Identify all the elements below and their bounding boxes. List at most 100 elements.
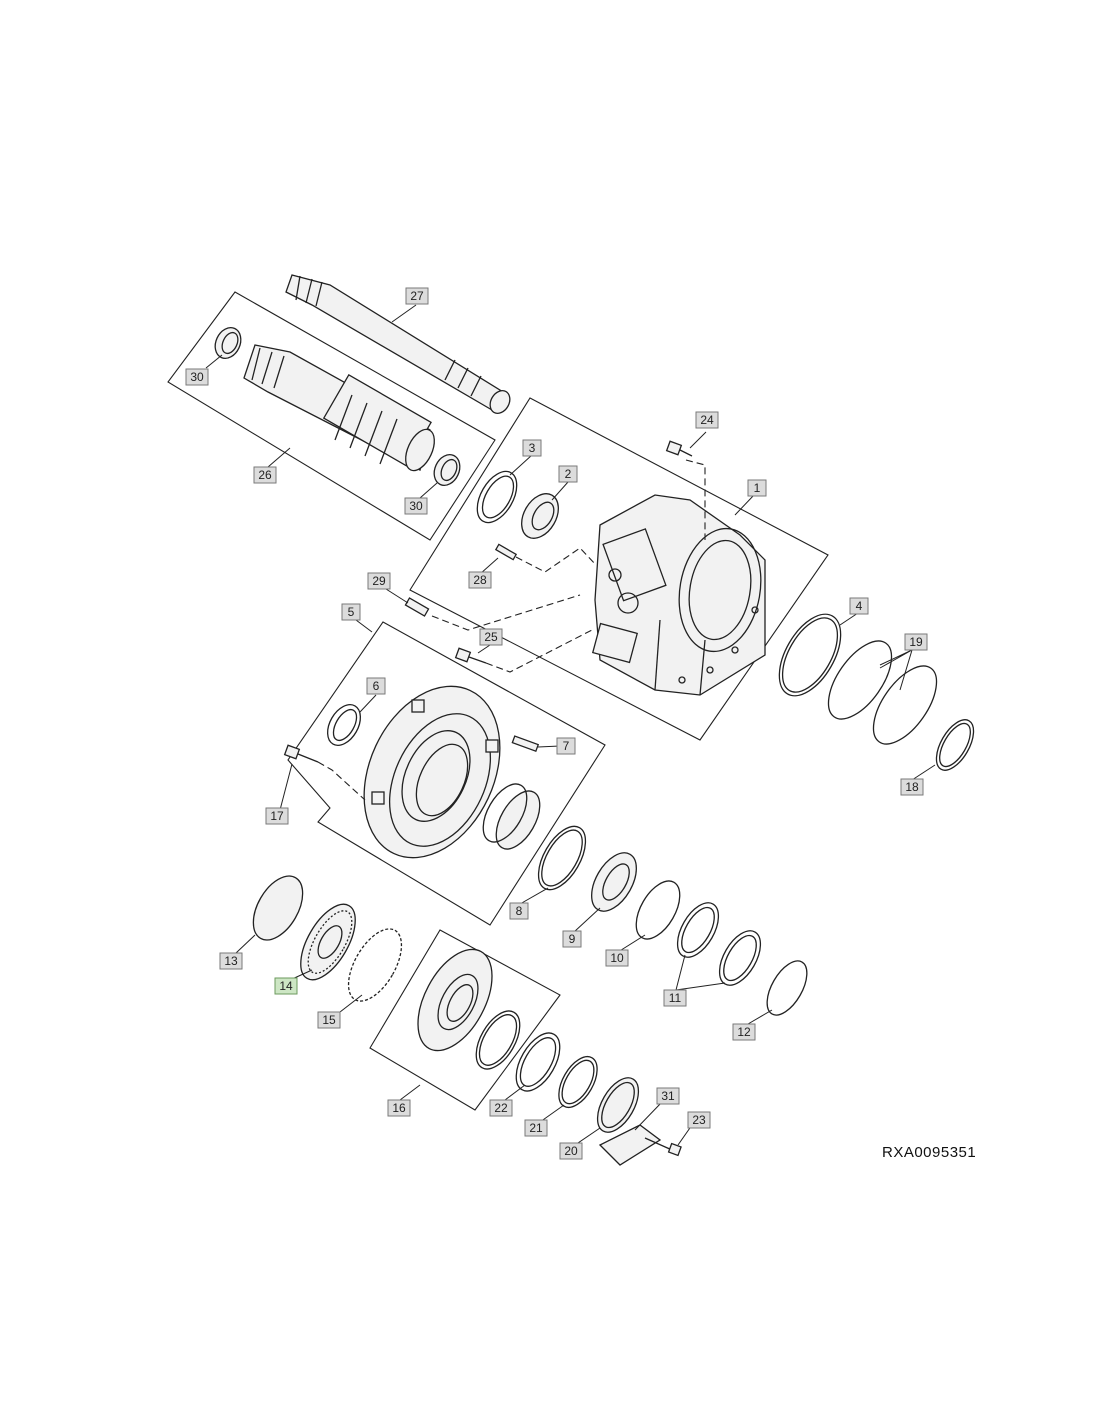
callout-label-19: 19 bbox=[909, 635, 923, 649]
group-frame-5 bbox=[287, 621, 606, 926]
friction-disk-part-14 bbox=[300, 903, 356, 981]
hollow-shaft-part-26 bbox=[243, 344, 435, 472]
callout-13[interactable]: 13 bbox=[219, 952, 243, 970]
callout-label-11: 11 bbox=[669, 991, 682, 1005]
callout-label-28: 28 bbox=[473, 573, 487, 587]
transmission-housing-part-1 bbox=[591, 494, 766, 696]
callout-18[interactable]: 18 bbox=[900, 778, 924, 796]
callout-9[interactable]: 9 bbox=[562, 930, 582, 948]
sleeve-part-5b bbox=[482, 783, 541, 850]
bushing-part-30-lower bbox=[433, 453, 461, 487]
ring-part-11-upper bbox=[676, 902, 720, 958]
callout-label-6: 6 bbox=[373, 679, 380, 693]
callout-label-23: 23 bbox=[692, 1113, 706, 1127]
callout-23[interactable]: 23 bbox=[687, 1111, 711, 1129]
callout-label-2: 2 bbox=[565, 467, 572, 481]
callout-12[interactable]: 12 bbox=[732, 1023, 756, 1041]
callout-29[interactable]: 29 bbox=[367, 572, 391, 590]
callout-6[interactable]: 6 bbox=[366, 677, 386, 695]
callout-label-30-upper: 30 bbox=[190, 370, 204, 384]
input-shaft-part-27 bbox=[285, 274, 511, 414]
callout-label-13: 13 bbox=[224, 954, 238, 968]
callout-2[interactable]: 2 bbox=[558, 465, 578, 483]
callout-label-16: 16 bbox=[392, 1101, 406, 1115]
seal-ring-part-3 bbox=[476, 470, 518, 524]
carrier-housing-part-5 bbox=[363, 685, 501, 859]
snap-ring-part-19-upper bbox=[827, 640, 893, 720]
callout-label-8: 8 bbox=[516, 904, 523, 918]
bolt-part-24 bbox=[665, 440, 693, 457]
bolt-part-17 bbox=[283, 744, 319, 763]
callout-label-4: 4 bbox=[856, 599, 863, 613]
seal-ring-part-8 bbox=[537, 825, 587, 891]
callout-label-31: 31 bbox=[661, 1089, 675, 1103]
callout-3[interactable]: 3 bbox=[522, 439, 542, 457]
plate-part-13 bbox=[252, 875, 304, 941]
callout-label-9: 9 bbox=[569, 932, 576, 946]
seal-ring-part-16b bbox=[475, 1010, 521, 1070]
bracket-part-31 bbox=[598, 1124, 662, 1166]
callout-14[interactable]: 14 bbox=[274, 977, 298, 995]
callout-25[interactable]: 25 bbox=[479, 628, 503, 646]
pin-part-7 bbox=[511, 735, 540, 753]
callout-label-12: 12 bbox=[737, 1025, 751, 1039]
callout-31[interactable]: 31 bbox=[656, 1087, 680, 1105]
callout-20[interactable]: 20 bbox=[559, 1142, 583, 1160]
callout-19[interactable]: 19 bbox=[904, 633, 928, 651]
callout-label-20: 20 bbox=[564, 1144, 578, 1158]
callout-26[interactable]: 26 bbox=[253, 466, 277, 484]
plate-part-20 bbox=[596, 1077, 640, 1133]
snap-ring-part-19-lower bbox=[872, 665, 938, 745]
bearing-seal-part-9 bbox=[591, 852, 637, 912]
callout-11[interactable]: 11 bbox=[663, 989, 687, 1007]
callout-label-30-lower: 30 bbox=[409, 499, 423, 513]
separator-plate-part-15 bbox=[347, 928, 403, 1002]
callout-15[interactable]: 15 bbox=[317, 1011, 341, 1029]
callout-8[interactable]: 8 bbox=[509, 902, 529, 920]
callout-label-21: 21 bbox=[529, 1121, 543, 1135]
callout-label-14: 14 bbox=[279, 979, 293, 993]
seal-part-6 bbox=[326, 704, 362, 746]
callout-30-upper[interactable]: 30 bbox=[185, 368, 209, 386]
callout-label-24: 24 bbox=[700, 413, 714, 427]
callout-17[interactable]: 17 bbox=[265, 807, 289, 825]
callout-16[interactable]: 16 bbox=[387, 1099, 411, 1117]
callout-7[interactable]: 7 bbox=[556, 737, 576, 755]
seal-ring-part-4 bbox=[778, 613, 842, 697]
callout-22[interactable]: 22 bbox=[489, 1099, 513, 1117]
callout-27[interactable]: 27 bbox=[405, 287, 429, 305]
bolt-part-25 bbox=[454, 647, 487, 664]
callout-label-15: 15 bbox=[322, 1013, 336, 1027]
group-frame-26 bbox=[167, 291, 496, 541]
group-frame-1 bbox=[409, 397, 829, 741]
snap-ring-part-12 bbox=[766, 960, 808, 1016]
callout-30-lower[interactable]: 30 bbox=[404, 497, 428, 515]
pin-part-29 bbox=[404, 597, 430, 617]
callout-21[interactable]: 21 bbox=[524, 1119, 548, 1137]
callout-label-26: 26 bbox=[258, 468, 272, 482]
callout-label-22: 22 bbox=[494, 1101, 508, 1115]
ring-part-10 bbox=[635, 880, 681, 940]
callout-1[interactable]: 1 bbox=[747, 479, 767, 497]
callout-10[interactable]: 10 bbox=[605, 949, 629, 967]
callout-label-1: 1 bbox=[754, 481, 761, 495]
ring-part-21 bbox=[558, 1055, 598, 1109]
callout-28[interactable]: 28 bbox=[468, 571, 492, 589]
bushing-part-30-upper bbox=[214, 326, 242, 360]
callout-5[interactable]: 5 bbox=[341, 603, 361, 621]
callout-24[interactable]: 24 bbox=[695, 411, 719, 429]
callout-label-25: 25 bbox=[484, 630, 498, 644]
dowel-pin-part-28 bbox=[494, 543, 518, 561]
callout-label-7: 7 bbox=[563, 739, 570, 753]
callout-4[interactable]: 4 bbox=[849, 597, 869, 615]
leader-lines bbox=[205, 304, 936, 1146]
ring-part-11-lower bbox=[718, 930, 762, 986]
callout-label-18: 18 bbox=[905, 780, 919, 794]
piston-part-16 bbox=[417, 948, 493, 1052]
callout-label-17: 17 bbox=[270, 809, 284, 823]
callout-label-3: 3 bbox=[529, 441, 536, 455]
ring-part-22 bbox=[515, 1032, 561, 1092]
drawing-reference-code: RXA0095351 bbox=[882, 1144, 976, 1161]
group-frame-16 bbox=[369, 929, 561, 1111]
